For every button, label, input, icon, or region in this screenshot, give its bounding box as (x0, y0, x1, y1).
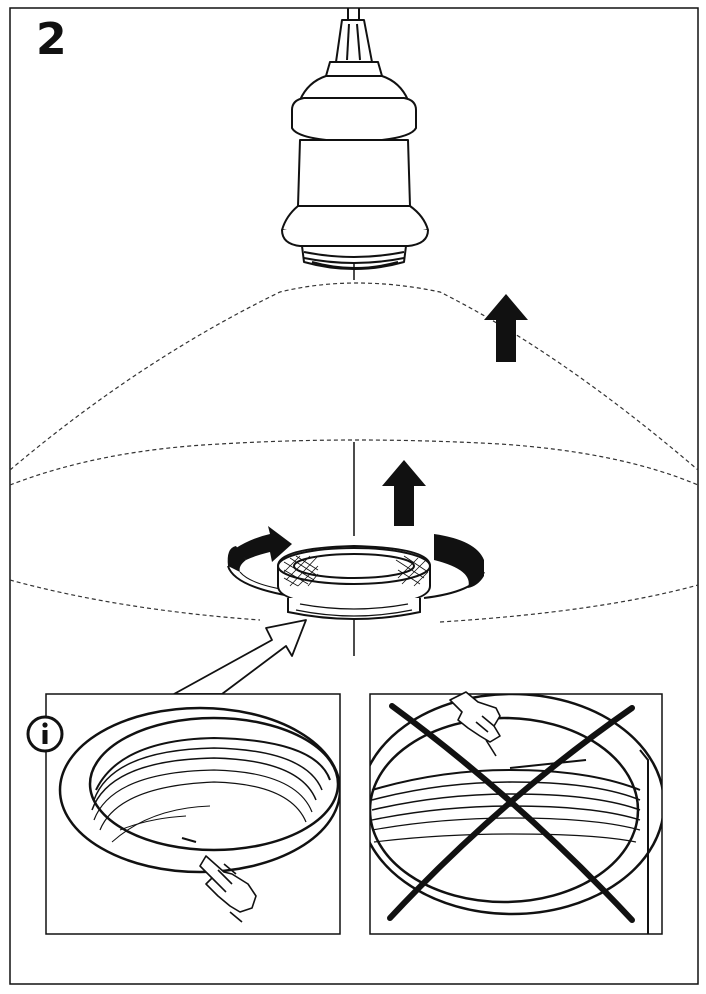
info-icon (26, 715, 64, 753)
shade-outline-lower (9, 439, 699, 623)
cable (347, 8, 360, 20)
shade-outline-raised (9, 282, 699, 471)
step-number: 2 (36, 14, 67, 65)
rotate-arrow-icon (423, 534, 485, 599)
info-panel-wrong (369, 691, 663, 935)
knurl-grip (283, 555, 429, 587)
hand-icon (449, 691, 501, 757)
rotate-arrow-icon (227, 526, 292, 597)
lamp-holder (281, 19, 429, 270)
up-arrow-icon (382, 460, 426, 526)
x-mark-icon (387, 703, 635, 923)
info-panel-correct (45, 693, 341, 935)
callout-arrow (173, 619, 307, 695)
page-frame (9, 7, 699, 985)
hand-icon (199, 855, 257, 923)
up-arrow-icon (484, 294, 528, 362)
threaded-ring (277, 544, 431, 620)
